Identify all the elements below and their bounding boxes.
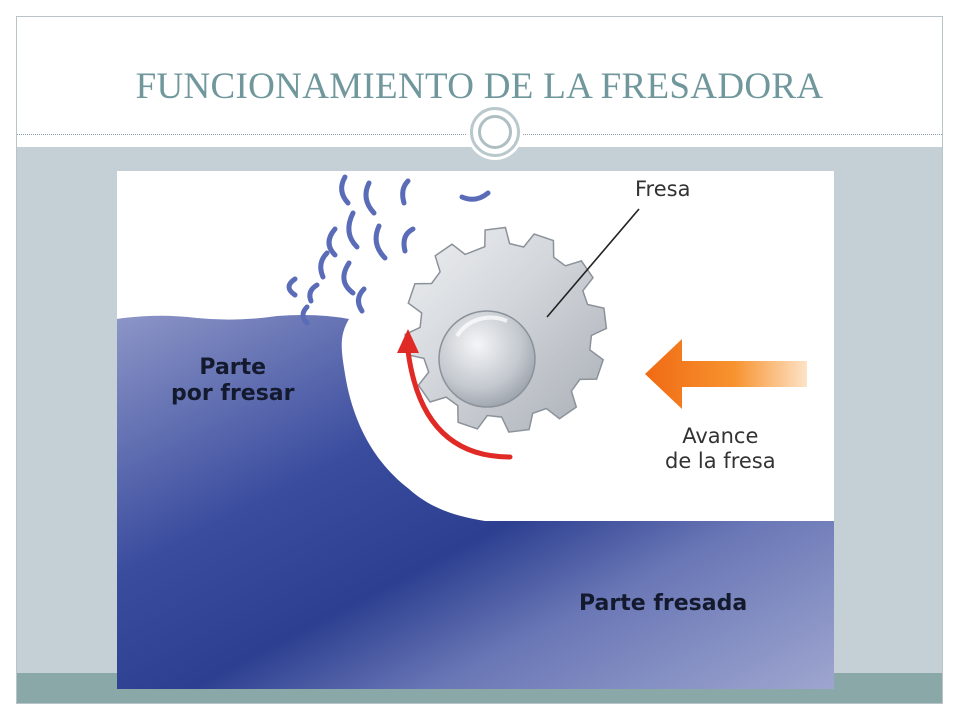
feed-arrow-icon [645,339,807,409]
label-parte-por-fresar-line1: Parte [199,355,267,380]
diagram-canvas [117,174,834,689]
slide-title: FUNCIONAMIENTO DE LA FRESADORA [135,66,824,107]
cutter-hub [438,310,536,408]
label-parte-por-fresar-line2: por fresar [171,381,295,407]
label-parte-por-fresar: Parte por fresar [171,355,295,408]
cutter-gear-icon [404,226,608,433]
ring-ornament-icon [470,107,520,157]
label-avance: Avance de la fresa [665,424,776,474]
milling-diagram: Fresa Parte por fresar Avance de la fres… [117,171,834,689]
metal-chips [286,174,491,326]
fresa-leader-line [546,208,640,318]
label-fresa: Fresa [635,177,691,201]
rotation-curved-arrow-icon [397,329,513,460]
label-avance-line2: de la fresa [665,449,776,474]
workpiece-shape [117,315,834,689]
label-avance-line1: Avance [682,424,759,448]
label-parte-fresada: Parte fresada [579,591,748,616]
